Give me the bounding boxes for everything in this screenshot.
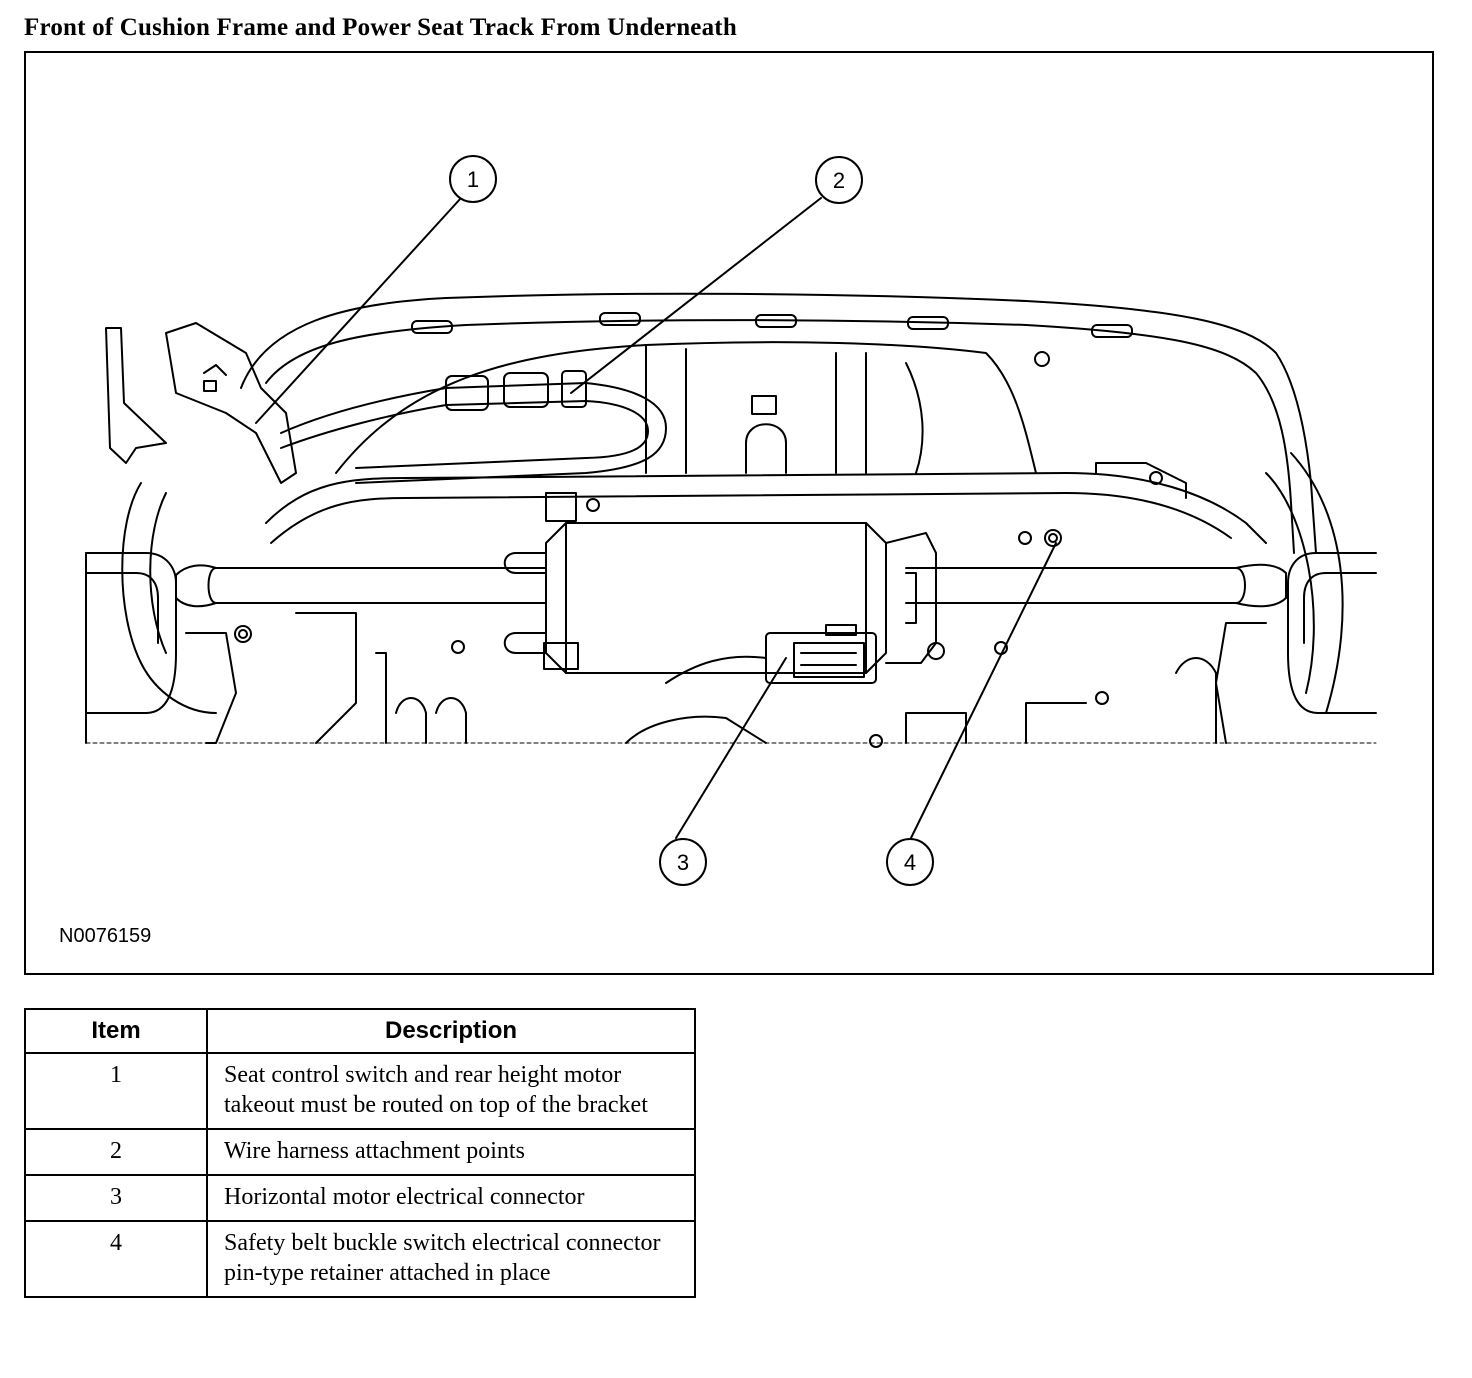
figure-id: N0076159 bbox=[59, 925, 152, 947]
item-number: 3 bbox=[24, 1174, 208, 1222]
item-number: 4 bbox=[24, 1220, 208, 1298]
table-row: 4 Safety belt buckle switch electrical c… bbox=[24, 1220, 696, 1298]
callout-2: 2 bbox=[815, 156, 863, 204]
callout-1: 1 bbox=[449, 155, 497, 203]
legend-table: Item Description 1 Seat control switch a… bbox=[24, 1008, 696, 1298]
page-title: Front of Cushion Frame and Power Seat Tr… bbox=[24, 14, 737, 41]
callout-3: 3 bbox=[659, 838, 707, 886]
line-drawing: 1 2 3 4 bbox=[85, 155, 1377, 886]
item-number: 2 bbox=[24, 1128, 208, 1176]
callout-3-label: 3 bbox=[677, 850, 689, 875]
item-description: Safety belt buckle switch electrical con… bbox=[206, 1220, 696, 1298]
item-description: Seat control switch and rear height moto… bbox=[206, 1052, 696, 1130]
table-row: 3 Horizontal motor electrical connector bbox=[24, 1174, 696, 1222]
table-row: 1 Seat control switch and rear height mo… bbox=[24, 1052, 696, 1130]
seat-track-illustration: 1 2 3 4 N0076159 bbox=[24, 51, 1434, 975]
item-number: 1 bbox=[24, 1052, 208, 1130]
item-column-header: Item bbox=[24, 1008, 208, 1054]
table-row: 2 Wire harness attachment points bbox=[24, 1128, 696, 1176]
legend-header-row: Item Description bbox=[24, 1008, 696, 1054]
description-column-header: Description bbox=[206, 1008, 696, 1054]
item-description: Horizontal motor electrical connector bbox=[206, 1174, 696, 1222]
callout-4: 4 bbox=[886, 838, 934, 886]
callout-1-label: 1 bbox=[467, 167, 479, 192]
callout-4-label: 4 bbox=[904, 850, 916, 875]
callout-2-label: 2 bbox=[833, 168, 845, 193]
item-description: Wire harness attachment points bbox=[206, 1128, 696, 1176]
